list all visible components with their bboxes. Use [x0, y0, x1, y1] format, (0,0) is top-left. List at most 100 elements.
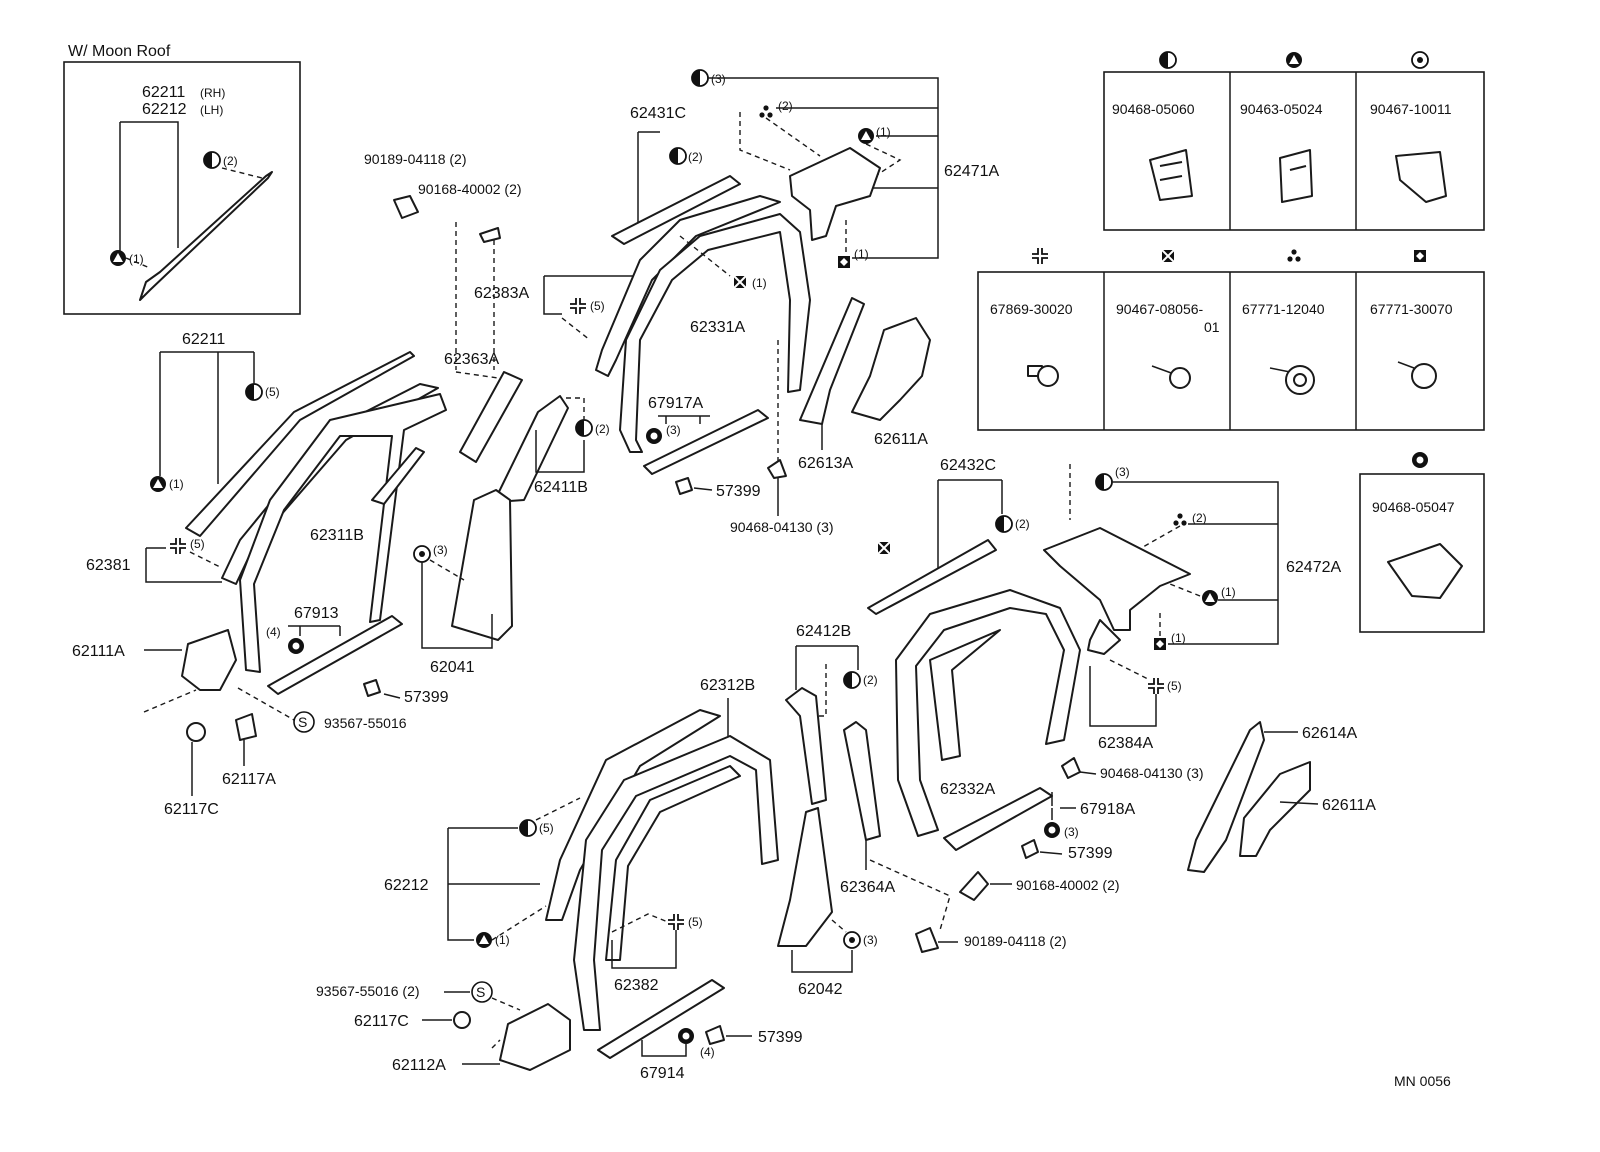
label-62331A: 62331A [690, 319, 745, 336]
label-62611A-top: 62611A [874, 431, 928, 448]
half-circle-icon [203, 151, 221, 169]
hollow-circle-icon [1411, 51, 1429, 69]
svg-text:(1): (1) [495, 933, 510, 947]
label-62042: 62042 [798, 981, 843, 998]
part-62211 [185, 351, 415, 537]
triangle-circle-icon [476, 932, 492, 948]
clip-90467-10011 [1395, 151, 1447, 203]
fastener-table-3: 90468-05047 [1359, 452, 1485, 633]
table2-part-0: 67869-30020 [990, 301, 1073, 317]
part-67917A [643, 409, 769, 475]
s-symbol-icon [293, 711, 315, 733]
label-62117C-b: 62117C [354, 1013, 409, 1030]
svg-text:(5): (5) [265, 385, 280, 399]
svg-text:(3): (3) [433, 543, 448, 557]
half-circle-icon [843, 671, 861, 689]
square-diamond-icon [1414, 250, 1426, 262]
label-62383A: 62383A [474, 285, 529, 302]
pinwheel-icon [569, 297, 587, 315]
part-62611A-b [1239, 761, 1311, 857]
svg-text:(3): (3) [666, 423, 681, 437]
label-57399-a: 57399 [716, 483, 761, 500]
svg-text:(2): (2) [223, 154, 238, 168]
label-62472A: 62472A [1286, 559, 1341, 576]
label-62431C: 62431C [630, 105, 686, 122]
label-62412B: 62412B [796, 623, 851, 640]
label-67913: 67913 [294, 605, 339, 622]
half-circle-icon [519, 819, 537, 837]
triangle-circle-icon [150, 476, 166, 492]
svg-text:(2): (2) [1192, 511, 1207, 525]
screw-90168-b [959, 871, 989, 901]
cross-square-icon [1161, 249, 1175, 263]
svg-text:(5): (5) [688, 915, 703, 929]
part-62117C-b [453, 1011, 471, 1029]
part-62613A [799, 297, 865, 425]
hollow-circle-icon [843, 931, 861, 949]
part-62117C-a [186, 722, 206, 742]
cross-square-icon [733, 275, 747, 289]
label-67918A: 67918A [1080, 801, 1135, 818]
table1-part-1: 90463-05024 [1240, 101, 1323, 117]
part-62041 [451, 489, 513, 641]
clip-90468-05047 [1387, 543, 1463, 599]
part-62312B [573, 735, 779, 1031]
svg-text:(2): (2) [863, 673, 878, 687]
label-62111A: 62111A [72, 643, 125, 660]
svg-text:(5): (5) [190, 537, 205, 551]
label-57399-b: 57399 [404, 689, 449, 706]
part-62431C [611, 175, 741, 245]
table2-part-1: 90467-08056- [1116, 301, 1204, 317]
half-circle-icon [995, 515, 1013, 533]
label-62041: 62041 [430, 659, 475, 676]
clip-90467-08056 [1169, 367, 1191, 389]
part-62331A [619, 213, 811, 453]
three-dot-icon [1287, 249, 1301, 262]
clip-90468-05060 [1149, 149, 1193, 201]
label-93567-b: 93567-55016 (2) [316, 983, 420, 999]
pinwheel-icon [169, 537, 187, 555]
svg-text:(2): (2) [595, 422, 610, 436]
label-62613A: 62613A [798, 455, 853, 472]
svg-text:S: S [298, 714, 307, 730]
moon-roof-inset: W/ Moon Roof 62211 (RH) 62212 (LH) (2) (… [63, 43, 301, 315]
label-90168-a: 90168-40002 (2) [418, 181, 522, 197]
part-62332A-inner [929, 629, 1001, 761]
label-62364A: 62364A [840, 879, 895, 896]
pinwheel-icon [1031, 247, 1049, 265]
svg-text:(5): (5) [539, 821, 554, 835]
s-symbol-icon [471, 981, 493, 1003]
inset-rh-number: 62211 [142, 84, 185, 101]
label-62384A: 62384A [1098, 735, 1153, 752]
front-upper-cluster: 90189-04118 (2) 90168-40002 (2) 62431C (… [364, 69, 999, 535]
svg-text:(3): (3) [863, 933, 878, 947]
label-62614A: 62614A [1302, 725, 1357, 742]
square-diamond-icon [1154, 638, 1166, 650]
label-93567-a: 93567-55016 [324, 715, 407, 731]
table1-part-2: 90467-10011 [1370, 101, 1452, 117]
part-62611A-top [851, 317, 931, 421]
label-62471A: 62471A [944, 163, 999, 180]
clip-57399-c [1021, 839, 1039, 859]
part-62112A [499, 1003, 571, 1071]
inset-pillar-garnish [139, 171, 273, 301]
part-62363A [459, 371, 523, 463]
label-90468-04130-b: 90468-04130 (3) [1100, 765, 1204, 781]
part-62117A [235, 713, 257, 741]
table1-part-0: 90468-05060 [1112, 101, 1195, 117]
table2-part-1-suffix: 01 [1204, 319, 1220, 335]
ring-circle-icon [288, 638, 304, 654]
part-62412B [785, 687, 827, 805]
table2-part-3: 67771-30070 [1370, 301, 1453, 317]
half-circle-icon [669, 147, 687, 165]
label-57399-c: 57399 [1068, 845, 1113, 862]
ring-circle-icon [1412, 452, 1428, 468]
svg-text:(1): (1) [169, 477, 184, 491]
svg-text:(2): (2) [778, 99, 793, 113]
part-62383A [595, 195, 781, 377]
part-67914 [597, 979, 725, 1059]
hollow-circle-icon [413, 545, 431, 563]
label-62411B: 62411B [534, 479, 588, 496]
label-62117A: 62117A [222, 771, 276, 788]
cross-square-icon [877, 541, 891, 555]
